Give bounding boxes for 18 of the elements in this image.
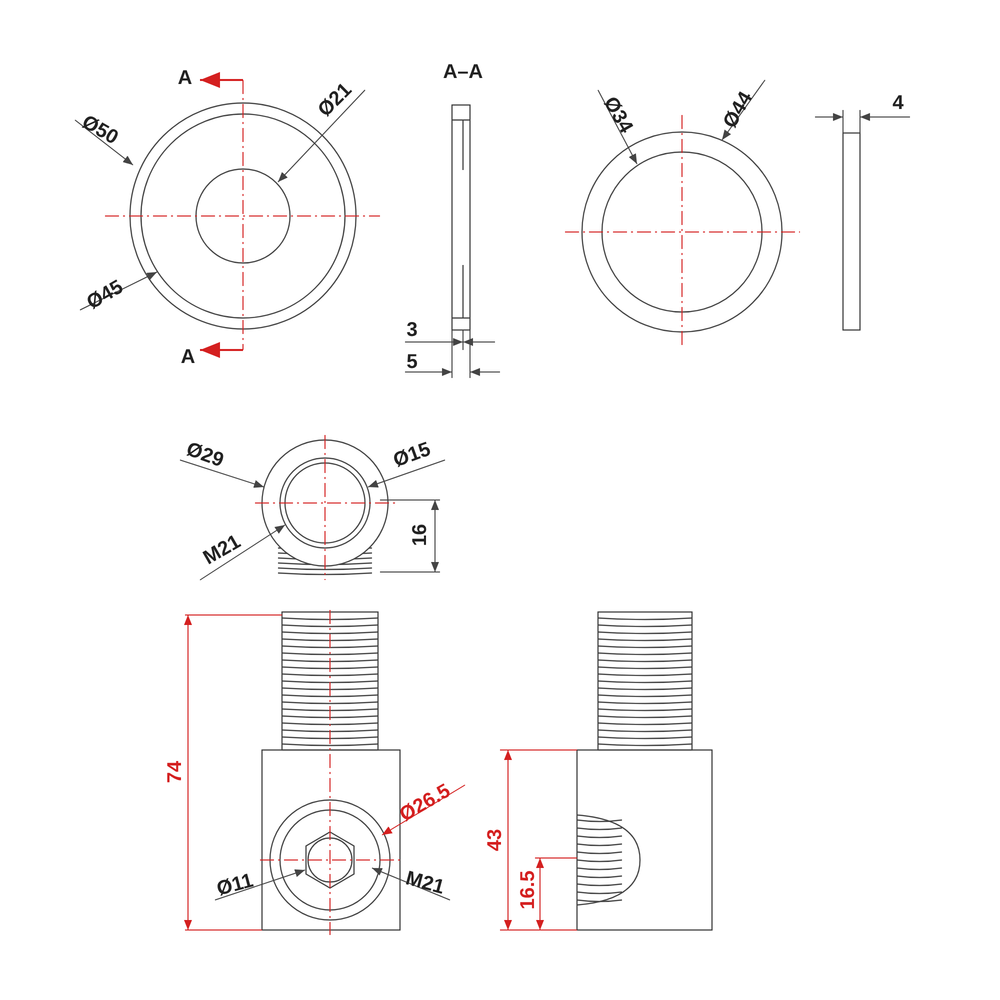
dimension-label: 4 [892,93,904,113]
dimension-label: A [180,347,196,367]
dimension-label: Ø45 [84,276,126,314]
dimension-label: A–A [443,62,483,82]
dimension-label: 43 [485,828,505,852]
dimension-label: 3 [406,320,418,340]
dimension-label: A [178,68,192,88]
dimension-label: M21 [200,532,244,568]
dimension-label: 5 [406,352,418,372]
dimension-label: 74 [165,760,185,784]
dimension-label: Ø29 [184,439,226,471]
dimension-label: 16 [410,524,430,546]
dimension-label: Ø21 [314,80,356,120]
dimension-label: M21 [404,868,446,898]
dimension-label: Ø11 [214,870,256,900]
dimension-label: Ø50 [78,112,122,148]
dimension-label: 16.5 [518,870,538,910]
dimension-label: Ø15 [390,439,434,471]
